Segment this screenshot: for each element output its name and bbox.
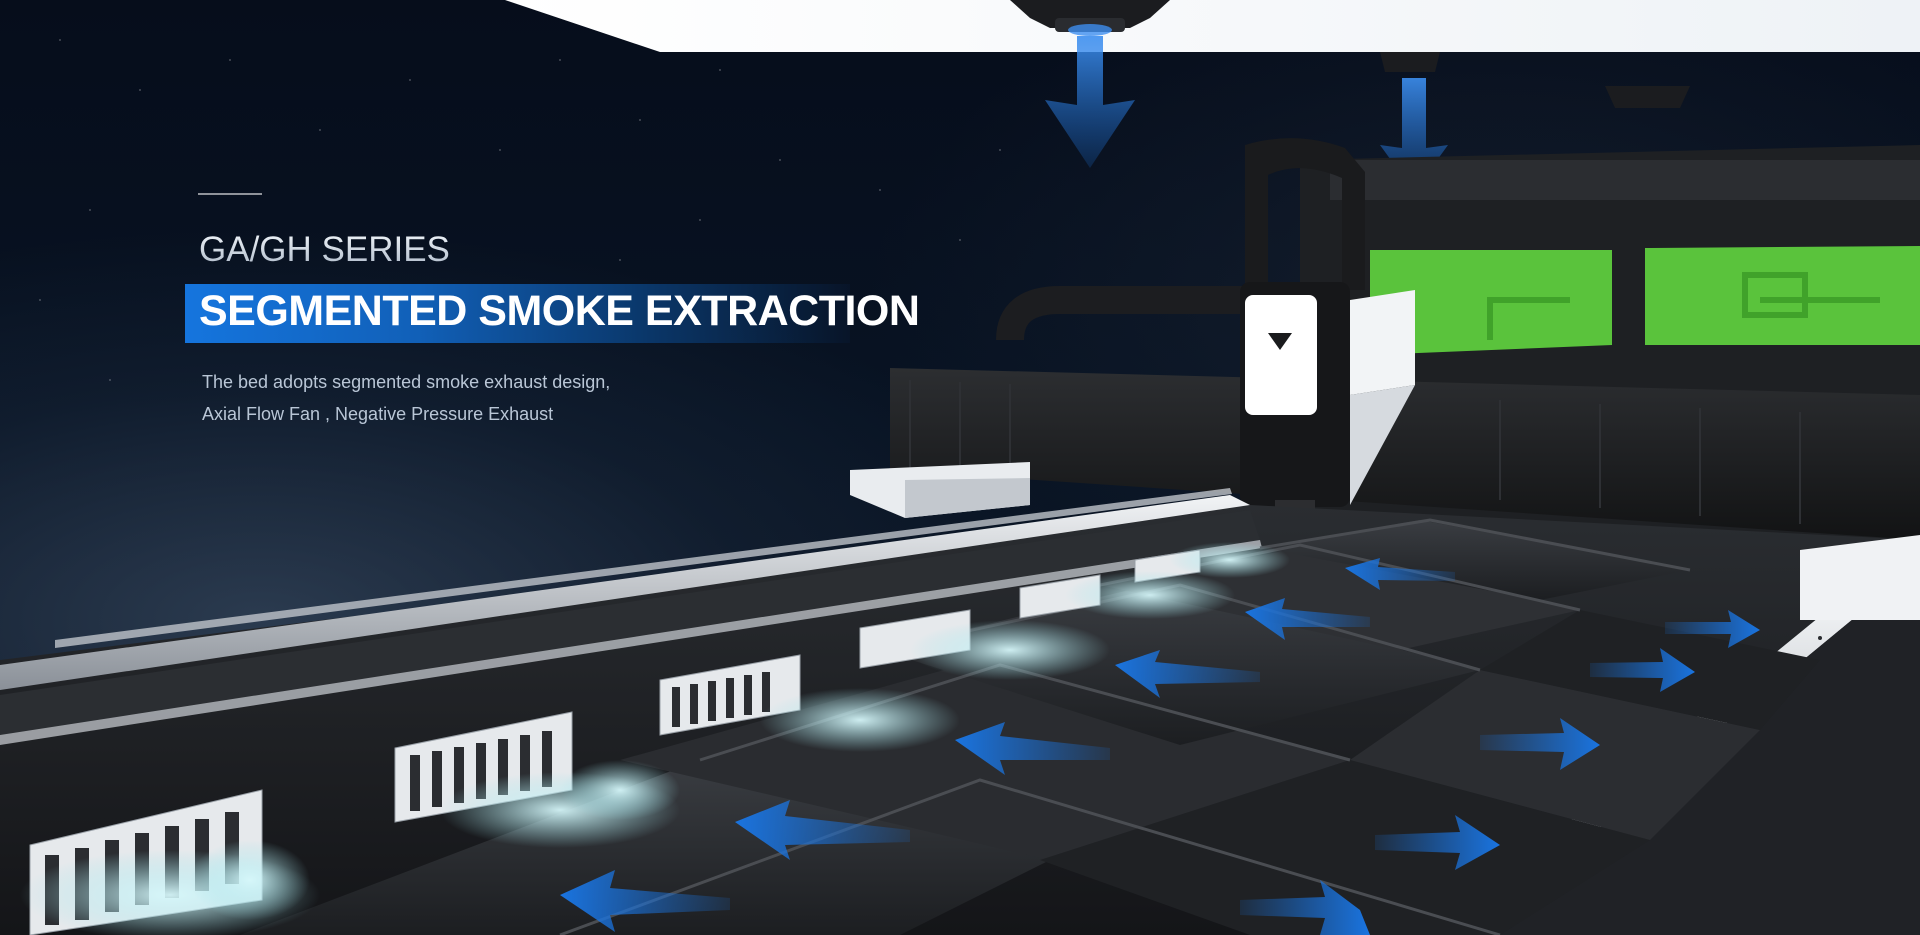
hero-description: The bed adopts segmented smoke exhaust d… [202,366,610,430]
decorative-divider [198,193,262,195]
description-line-2: Axial Flow Fan , Negative Pressure Exhau… [202,404,554,424]
headline-highlight-bar [185,284,850,343]
series-label: GA/GH SERIES [199,230,450,269]
description-line-1: The bed adopts segmented smoke exhaust d… [202,372,611,392]
page-title: SEGMENTED SMOKE EXTRACTION [199,287,920,335]
